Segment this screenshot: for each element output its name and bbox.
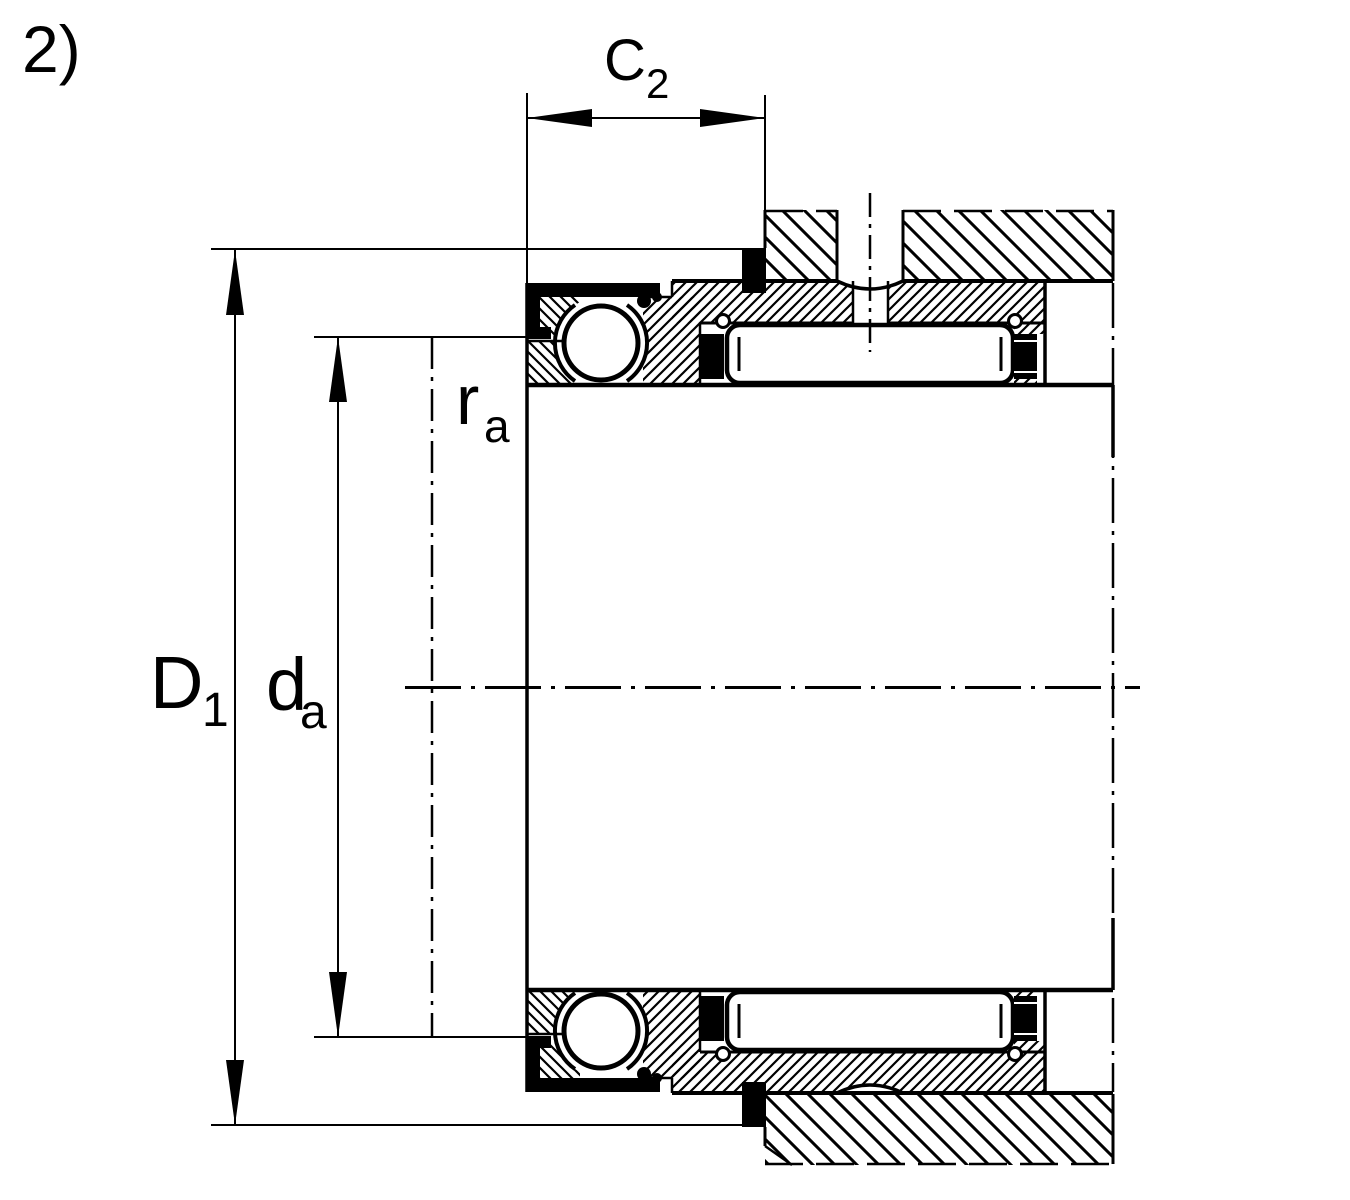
da-label-sub: a [300, 686, 327, 739]
seal-grooves-bottom-right [1014, 1002, 1037, 1035]
seal-lip-bottom-a [637, 1067, 651, 1081]
needle-seal-bottom-left [700, 996, 724, 1041]
ball-top [561, 303, 641, 383]
cage-pin-bottom-right [1007, 1046, 1023, 1062]
cage-pin-top-left [715, 313, 731, 329]
ra-label: r a [456, 361, 510, 452]
ra-label-sub: a [484, 400, 510, 452]
needle-roller-bottom [724, 989, 1016, 1053]
c2-label-main: C [604, 28, 646, 93]
cage-pin-bottom-left [715, 1046, 731, 1062]
ra-label-main: r [456, 361, 479, 439]
da-arrow-up [329, 337, 347, 402]
da-label: d a [266, 643, 327, 739]
roller-body-bottom [724, 989, 1016, 1053]
figure-index-label: 2) [22, 12, 81, 86]
ball-race-block-top [643, 297, 700, 385]
needle-seal-top-right [1014, 334, 1037, 379]
roller-end-lines-bottom [737, 1004, 1003, 1038]
seal-bar-bottom [527, 1078, 660, 1092]
d1-label-sub: 1 [202, 684, 229, 737]
housing-seal-block-bottom [742, 1082, 766, 1127]
seal-bar-top [527, 283, 660, 297]
needle-seal-bottom-right [1014, 996, 1037, 1041]
seal-foot-top [527, 327, 551, 339]
ball-bottom [561, 991, 641, 1071]
ball-seal-bottom [527, 1036, 662, 1092]
cage-pin-top-right [1007, 313, 1023, 329]
d1-arrow-up [226, 250, 244, 315]
d1-arrow-down [226, 1060, 244, 1125]
lube-hole-walls [835, 210, 905, 281]
needle-seals-top [700, 313, 1037, 379]
seal-lip-bottom-b [652, 1073, 662, 1083]
da-label-main: d [266, 643, 307, 726]
d1-label: D 1 [150, 641, 229, 737]
c2-arrow-left [527, 109, 592, 127]
c2-label-sub: 2 [646, 60, 669, 107]
housing-bottom-hatch [765, 1094, 1113, 1165]
da-extension-lines [314, 336, 527, 1038]
lube-groove-arc-bottom [836, 1083, 904, 1095]
seal-side-bottom [527, 1042, 540, 1092]
needle-seal-top-left [700, 334, 724, 379]
seal-lip-top-b [652, 292, 662, 302]
d1-label-main: D [150, 641, 203, 724]
ball-race-shoulders-top [552, 303, 650, 383]
dimension-da [314, 336, 527, 1038]
housing-top-hatch-left [765, 210, 837, 281]
roller-end-lines-top [737, 337, 1003, 371]
housing-seal-block-top [742, 248, 766, 293]
needle-seals-bottom [700, 996, 1037, 1062]
d1-extension-lines [211, 248, 742, 1126]
seal-side-top [527, 283, 540, 333]
ball-race-block-bottom [643, 990, 700, 1078]
lube-channel-walls-top [851, 281, 890, 323]
seal-foot-bottom [527, 1036, 551, 1048]
housing-top-hatch-right [903, 210, 1113, 281]
seal-lip-top-a [637, 294, 651, 308]
c2-extension-lines [526, 93, 766, 283]
flange-relief-bottom [1037, 992, 1045, 1041]
housing-bottom-corner-break [764, 1144, 793, 1167]
c2-label: C 2 [604, 28, 669, 107]
dimension-d1 [211, 248, 742, 1126]
seal-grooves-top-right [1014, 340, 1037, 373]
da-arrow-down [329, 972, 347, 1037]
housing-top [763, 209, 1115, 281]
flange-relief-top [1037, 334, 1045, 383]
housing-bottom [763, 1094, 1115, 1167]
c2-arrow-right [700, 109, 765, 127]
ball-race-shoulders-bottom [552, 991, 650, 1071]
dimension-c2 [526, 93, 766, 283]
ball-seal-top [527, 283, 662, 339]
